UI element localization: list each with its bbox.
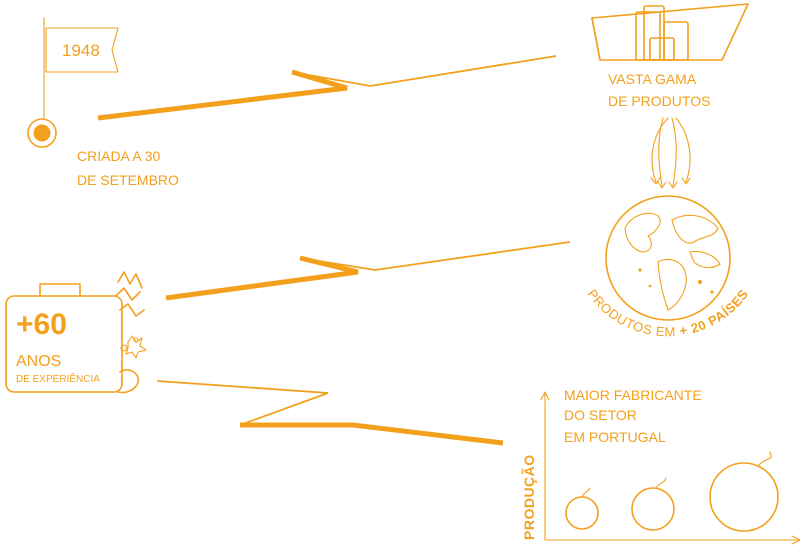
founding-section: 1948 CRIADA A 30 DE SETEMBRO <box>27 17 179 188</box>
experience-line-2: DE EXPERIÊNCIA <box>16 372 100 385</box>
connector-2 <box>165 241 571 301</box>
sparkle-icon <box>115 271 147 359</box>
products-section: VASTA GAMA DE PRODUTOS <box>591 3 749 189</box>
arrows-down-icon <box>650 117 691 189</box>
toolbox-icon <box>5 283 140 394</box>
founding-year: 1948 <box>62 41 100 60</box>
flag-icon <box>43 17 119 119</box>
products-line-1: VASTA GAMA <box>608 71 697 87</box>
manufacturer-line-3: EM PORTUGAL <box>564 429 666 445</box>
countries-highlight: + 20 PAÍSES <box>678 286 751 338</box>
bomb-medium-icon <box>631 477 675 531</box>
countries-prefix: PRODUTOS EM <box>585 286 677 339</box>
experience-section: +60 ANOS DE EXPERIÊNCIA <box>5 271 147 394</box>
manufacturer-line-2: DO SETOR <box>564 407 637 423</box>
connector-3 <box>156 380 504 446</box>
founding-date-line-2: DE SETEMBRO <box>77 172 179 188</box>
countries-label: PRODUTOS EM + 20 PAÍSES <box>585 286 752 339</box>
target-dot-icon <box>27 118 57 148</box>
product-boxes-icon <box>591 3 749 61</box>
manufacturer-section: MAIOR FABRICANTE DO SETOR EM PORTUGAL PR… <box>520 387 800 545</box>
products-line-2: DE PRODUTOS <box>608 93 710 109</box>
connector-1 <box>97 55 557 121</box>
experience-number: +60 <box>16 308 67 341</box>
bomb-small-icon <box>565 487 599 530</box>
founding-date-line-1: CRIADA A 30 <box>77 148 160 164</box>
countries-section: PRODUTOS EM + 20 PAÍSES <box>585 195 752 339</box>
bomb-large-icon <box>709 451 779 532</box>
globe-icon <box>605 195 731 321</box>
experience-line-1: ANOS <box>16 353 61 370</box>
production-axes <box>540 391 800 545</box>
production-axis-label: PRODUÇÃO <box>520 454 537 540</box>
manufacturer-line-1: MAIOR FABRICANTE <box>564 387 702 403</box>
